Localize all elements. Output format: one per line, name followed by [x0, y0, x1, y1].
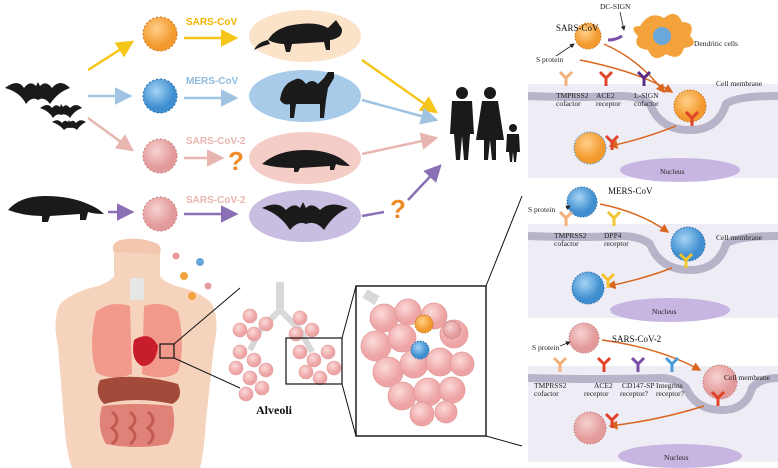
- callout-line: [173, 357, 241, 389]
- panel2-membrane: Cell membrane: [716, 233, 763, 242]
- panel3-cd147: CD147-SP: [622, 381, 655, 390]
- panel3-integrins: Integrins: [656, 381, 683, 390]
- question-mark-icon: ?: [228, 146, 244, 176]
- callout-line: [485, 435, 523, 447]
- label-row1-virus: SARS-CoV: [186, 17, 237, 28]
- panel-merscov-entry: [527, 186, 778, 322]
- alveoli-label: Alveoli: [256, 403, 293, 417]
- panel2-virus-label: MERS-CoV: [608, 186, 653, 196]
- panel-sarscov-entry: [527, 11, 778, 182]
- panel1-ace2: ACE2: [596, 91, 615, 100]
- panel1-virus-label: SARS-CoV: [556, 23, 599, 33]
- arrow-bat-question: [361, 210, 385, 218]
- panel1-dendritic-label: Dendritic cells: [694, 39, 738, 48]
- panel1-tmprss2-sub: cofactor: [556, 99, 581, 108]
- camel-silhouette-icon: [280, 72, 334, 118]
- arrow-bat-sarscov: [87, 40, 135, 72]
- panel3-nucleus: Nucleus: [664, 453, 689, 462]
- arrow-civet-human: [361, 58, 439, 114]
- panel-sarscov2-entry: [527, 322, 778, 468]
- pangolin-silhouette-icon: [8, 196, 104, 222]
- virus-sarscov-row1: [142, 16, 178, 52]
- panel2-tmprss2-sub: cofactor: [554, 239, 579, 248]
- panel2-dpp4: DPP4: [604, 231, 622, 240]
- arrow-camel-human: [361, 98, 439, 125]
- panel1-lsign: L-SIGN: [634, 91, 659, 100]
- panel2-nucleus: Nucleus: [652, 307, 677, 316]
- callout-line: [485, 195, 523, 287]
- bat-silhouette-icon: [262, 202, 348, 230]
- panel3-membrane: Cell membrane: [724, 373, 771, 382]
- arrow-question-human: [407, 164, 442, 201]
- label-row4-virus: SARS-CoV-2: [186, 195, 246, 206]
- panel1-tmprss2: TMPRSS2: [556, 91, 589, 100]
- virus-sarscov2-row3: [142, 138, 178, 174]
- arrow-bat-sarscov2: [87, 116, 135, 152]
- human-torso-illustration: [55, 238, 217, 468]
- arrow-pangolin-human: [361, 132, 439, 156]
- alveoli-zoom-box: [355, 285, 487, 437]
- label-row3-virus: SARS-CoV-2: [186, 136, 246, 147]
- panel1-s-protein: S protein: [536, 55, 564, 64]
- panel2-s-protein: S protein: [528, 205, 556, 214]
- panel1-dc-sign: DC-SIGN: [600, 2, 631, 11]
- panel3-tmprss2: TMPRSS2: [534, 381, 567, 390]
- panel2-dpp4-sub: receptor: [604, 239, 629, 248]
- civet-silhouette-icon: [254, 20, 342, 52]
- panel3-ace2-sub: receptor: [584, 389, 609, 398]
- airborne-virus-dots: [172, 252, 212, 300]
- dendritic-cell-icon: [633, 13, 694, 59]
- panel3-cd147-sub: receptor?: [620, 389, 649, 398]
- panel1-membrane: Cell membrane: [716, 79, 763, 88]
- panel3-ace2: ACE2: [594, 381, 613, 390]
- virus-sarscov2-row4: [142, 196, 178, 232]
- bat-silhouette-icon: [5, 82, 86, 130]
- callout-line: [173, 287, 241, 345]
- panel3-tmprss2-sub: cofactor: [534, 389, 559, 398]
- callout-line: [341, 285, 357, 339]
- bronchiole-alveoli-illustration: [228, 282, 343, 402]
- panel3-virus-label: SARS-CoV-2: [612, 334, 661, 344]
- question-mark-icon: ?: [390, 194, 406, 224]
- panel1-ace2-sub: receptor: [596, 99, 621, 108]
- virus-merscov-row2: [142, 78, 178, 114]
- label-row2-virus: MERS-CoV: [186, 76, 239, 87]
- panel1-lsign-sub: cofactor: [634, 99, 659, 108]
- panel3-s-protein: S protein: [532, 343, 560, 352]
- pangolin-silhouette-icon: [262, 150, 350, 172]
- panel1-nucleus: Nucleus: [660, 167, 685, 176]
- human-family-icon: [450, 87, 520, 162]
- panel2-tmprss2: TMPRSS2: [554, 231, 587, 240]
- receptor-icons: [558, 70, 700, 150]
- panel3-integrins-sub: receptor?: [656, 389, 685, 398]
- callout-line: [341, 383, 357, 437]
